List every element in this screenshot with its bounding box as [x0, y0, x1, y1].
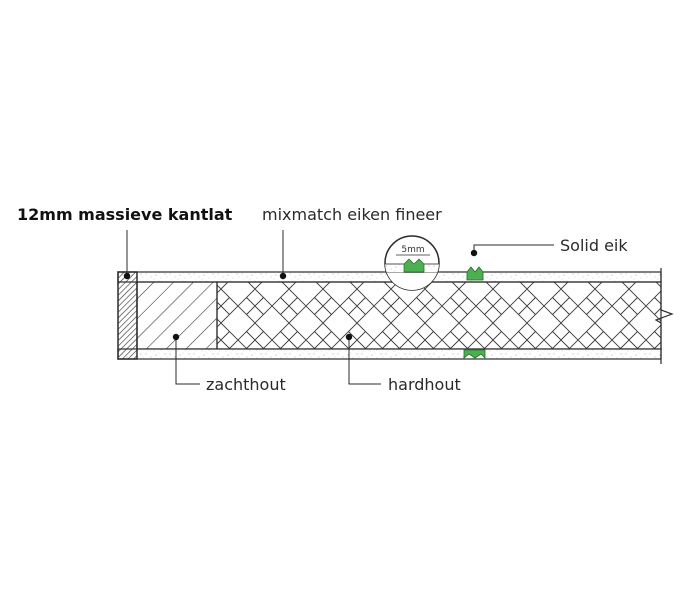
- break-line: [654, 268, 674, 364]
- veneer-label: mixmatch eiken fineer: [262, 205, 442, 224]
- hardwood-leader: [348, 337, 381, 385]
- solid-oak-leader: [473, 244, 554, 252]
- detail-magnifier: 5mm: [384, 235, 440, 291]
- softwood-label: zachthout: [206, 375, 286, 394]
- leader-lines: [126, 230, 554, 385]
- softwood-leader: [175, 337, 200, 385]
- hardwood-label: hardhout: [388, 375, 461, 394]
- veneer-dot: [279, 272, 287, 280]
- solid-oak-top-marker: [466, 266, 484, 281]
- edge-strip-label: 12mm massieve kantlat: [17, 205, 233, 224]
- edge-strip: [117, 271, 138, 360]
- softwood-dot: [172, 333, 180, 341]
- solid-oak-dot: [470, 249, 478, 257]
- hardwood-core: [216, 281, 662, 350]
- hardwood-dot: [345, 333, 353, 341]
- bottom-veneer-layer: [117, 348, 662, 360]
- detail-dimension-label: 5mm: [401, 245, 424, 255]
- solid-oak-markers: [463, 266, 486, 359]
- solid-oak-label: Solid eik: [560, 236, 628, 255]
- edge-strip-dot: [123, 272, 131, 280]
- leader-dots: [123, 249, 478, 341]
- solid-oak-bottom-marker: [463, 349, 486, 359]
